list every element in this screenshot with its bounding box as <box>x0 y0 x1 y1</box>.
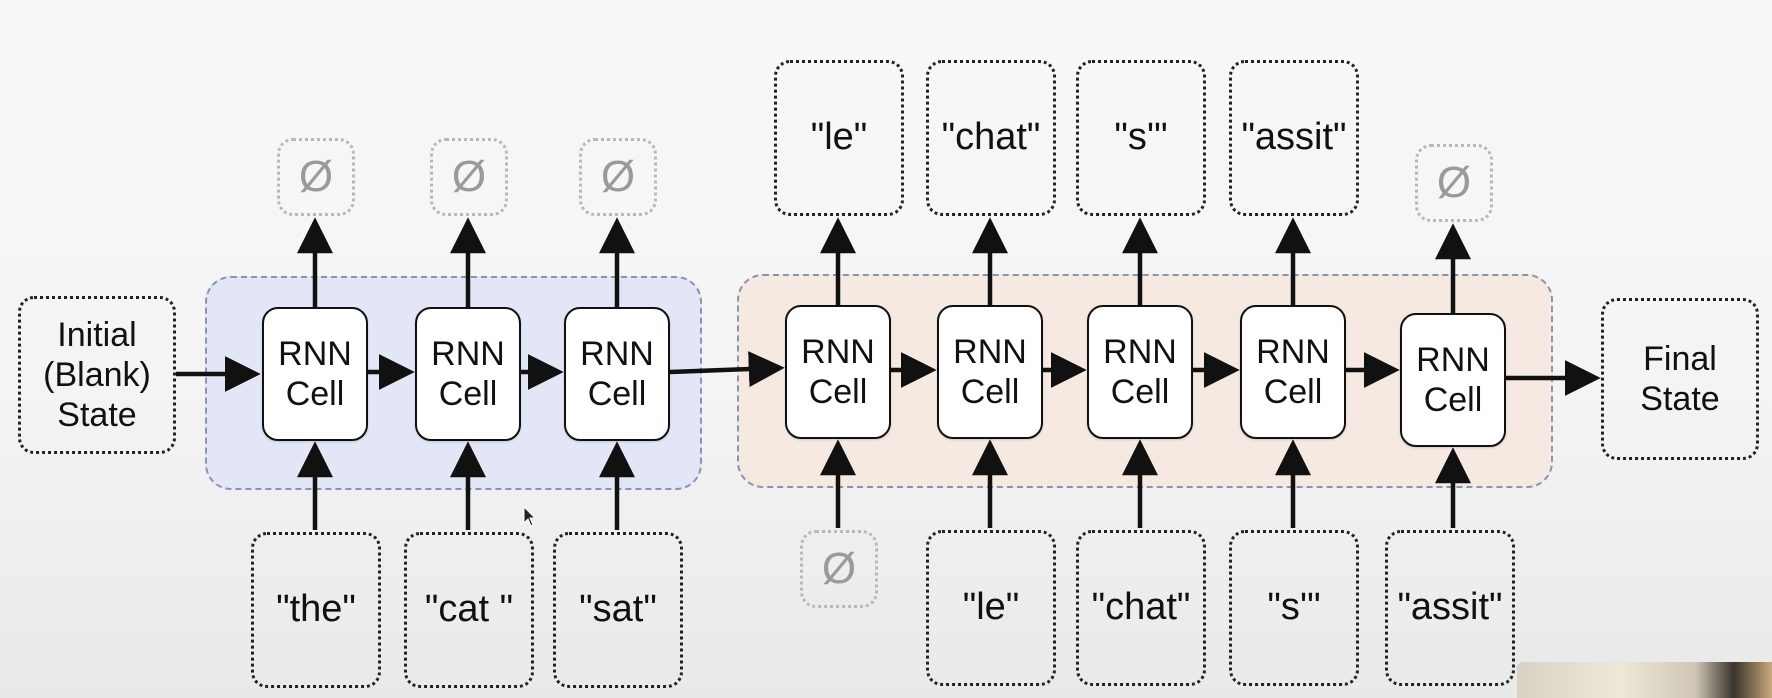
decoder-output-box: "assit" <box>1229 60 1359 216</box>
rnn-cell: RNN Cell <box>415 307 521 441</box>
rnn-cell: RNN Cell <box>1240 305 1346 439</box>
decoder-output-box: Ø <box>1415 144 1493 222</box>
encoder-output-box: Ø <box>579 138 657 216</box>
state-arrow <box>669 351 785 388</box>
initial-state-box: Initial (Blank) State <box>18 296 176 454</box>
final-state-box: Final State <box>1601 298 1759 460</box>
encoder-input-box: "cat " <box>404 532 534 688</box>
decoder-output-box: "s'" <box>1076 60 1206 216</box>
rnn-cell: RNN Cell <box>1087 305 1193 439</box>
encoder-output-box: Ø <box>430 138 508 216</box>
webcam-overlay <box>1517 662 1772 698</box>
rnn-cell: RNN Cell <box>785 305 891 439</box>
decoder-output-box: "chat" <box>926 60 1056 216</box>
decoder-input-box: "le" <box>926 530 1056 686</box>
decoder-input-box: "s'" <box>1229 530 1359 686</box>
mouse-cursor-icon <box>523 506 537 527</box>
decoder-input-box: Ø <box>800 530 878 608</box>
decoder-input-box: "assit" <box>1385 530 1515 686</box>
encoder-input-box: "the" <box>251 532 381 688</box>
rnn-cell: RNN Cell <box>937 305 1043 439</box>
encoder-input-box: "sat" <box>553 532 683 688</box>
decoder-input-box: "chat" <box>1076 530 1206 686</box>
rnn-cell: RNN Cell <box>262 307 368 441</box>
decoder-output-box: "le" <box>774 60 904 216</box>
encoder-output-box: Ø <box>277 138 355 216</box>
rnn-cell: RNN Cell <box>564 307 670 441</box>
rnn-cell: RNN Cell <box>1400 313 1506 447</box>
